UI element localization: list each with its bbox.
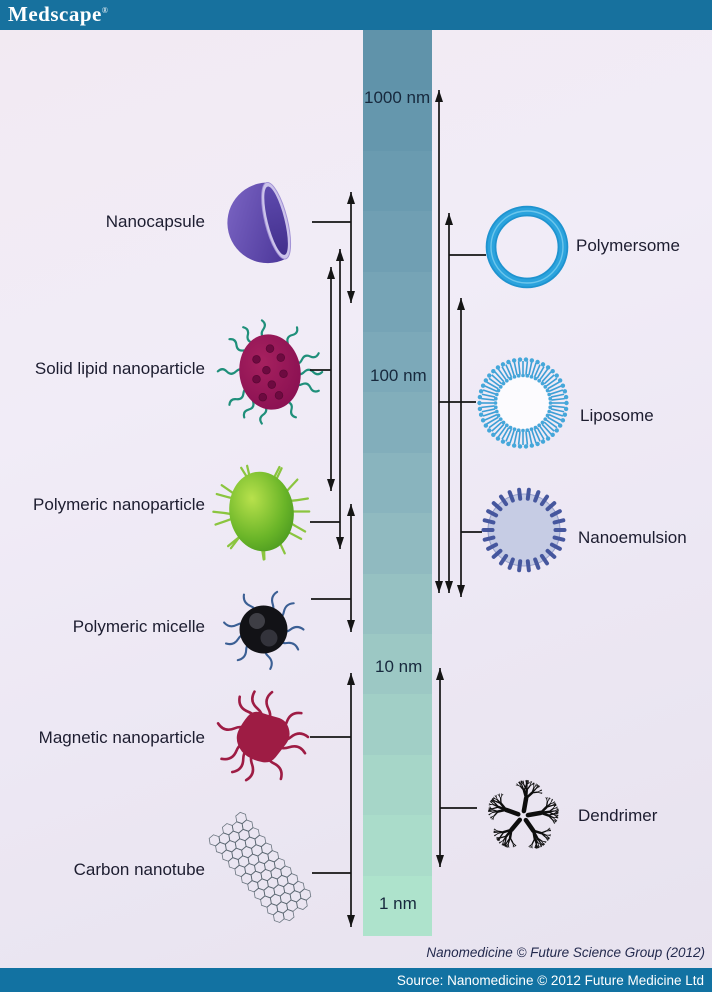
polymersome-icon [485, 205, 569, 289]
nanocapsule-body [227, 182, 286, 264]
polymersome-ridge [490, 210, 564, 284]
source-text: Source: Nanomedicine © 2012 Future Medic… [396, 972, 704, 988]
label-dendrimer: Dendrimer [578, 806, 658, 825]
label-liposome: Liposome [580, 406, 654, 425]
label-solid-lipid: Solid lipid nanoparticle [34, 359, 205, 378]
liposome-icon [473, 353, 573, 453]
medscape-logo-text: Medscape [8, 2, 102, 26]
nanoemulsion-icon [480, 486, 568, 574]
label-nanocapsule: Nanocapsule [105, 212, 205, 231]
scale-tick-1nm: 1 nm [379, 894, 417, 913]
scale-tick-10nm: 10 nm [375, 657, 423, 676]
nanoemulsion-dashes [481, 487, 567, 573]
polymeric-micelle-icon [211, 577, 316, 682]
lipid-dots [252, 344, 288, 402]
nanoemulsion-droplet [487, 493, 561, 567]
trademark-mark: ® [101, 6, 109, 15]
solid-lipid-nanoparticle-icon [207, 309, 333, 435]
micelle-core [239, 605, 288, 654]
label-magnetic-nanoparticle: Magnetic nanoparticle [38, 728, 205, 747]
label-nanoemulsion: Nanoemulsion [578, 528, 687, 547]
label-carbon-nanotube: Carbon nanotube [73, 860, 205, 879]
polymersome-outer-edge [485, 205, 569, 289]
micelle-highlight-1 [249, 613, 265, 629]
dendrimer-branches [487, 779, 559, 849]
source-bar: Source: Nanomedicine © 2012 Future Medic… [0, 968, 712, 992]
polymeric-core [229, 471, 294, 552]
label-polymeric-nanoparticle: Polymeric nanoparticle [33, 495, 205, 514]
magnetic-core [236, 711, 290, 763]
liposome-ticks [477, 357, 569, 449]
medscape-logo[interactable]: Medscape® [8, 2, 108, 27]
medscape-bar: Medscape® [0, 0, 712, 30]
scale-tick-1000nm: 1000 nm [364, 88, 431, 107]
micelle-highlight-2 [260, 629, 278, 647]
label-polymeric-micelle: Polymeric micelle [72, 617, 205, 636]
polymersome-inner-edge [494, 214, 560, 280]
nanocapsule-cavity [264, 186, 288, 255]
magnetic-nanoparticle-icon [202, 677, 322, 797]
carbon-nanotube-icon [198, 811, 322, 932]
attribution-text: Nanomedicine © Future Science Group (201… [426, 945, 705, 960]
nanocapsule-icon [222, 178, 312, 268]
label-polymersome: Polymersome [576, 236, 680, 255]
scale-bar [363, 30, 432, 937]
scale-tick-100nm: 100 nm [370, 366, 427, 385]
polymeric-nanoparticle-icon [206, 456, 318, 568]
nanotube-mesh [208, 811, 312, 923]
liposome-center [497, 377, 549, 429]
dendrimer-icon [476, 769, 570, 863]
